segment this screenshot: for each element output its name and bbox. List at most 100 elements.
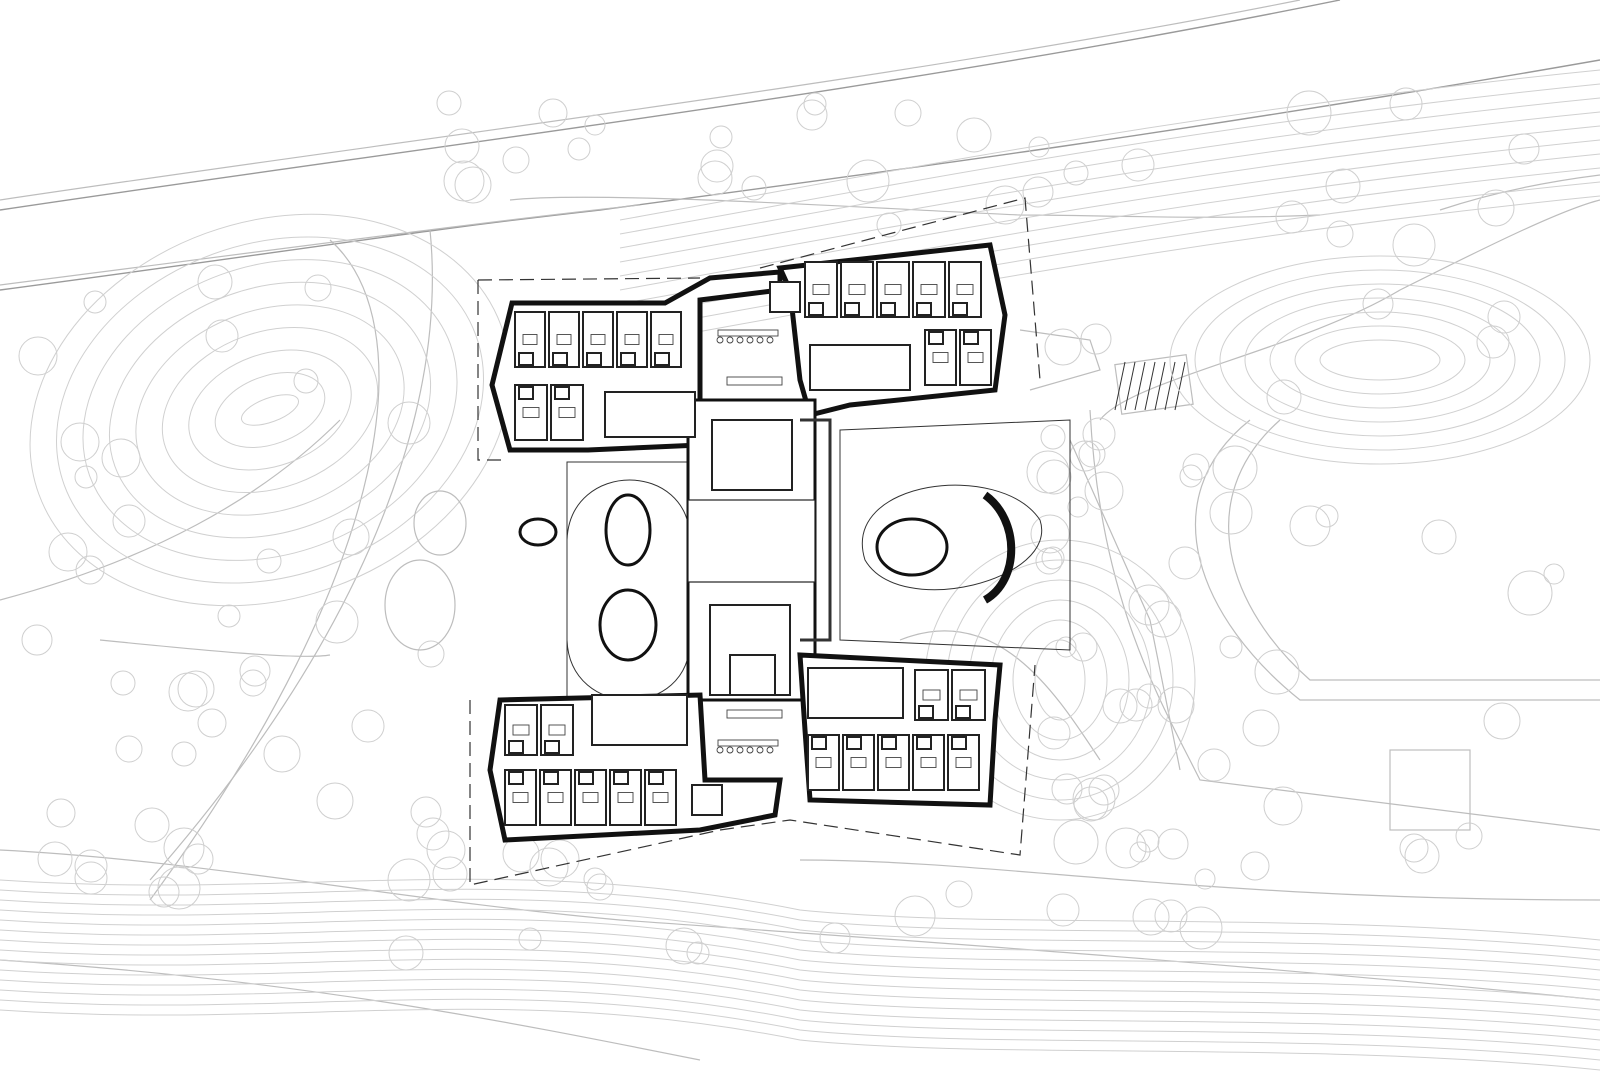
contour-line xyxy=(0,988,1600,1051)
bathroom xyxy=(951,736,967,750)
bed xyxy=(815,757,832,768)
contour-line xyxy=(619,69,1600,221)
property-boundary xyxy=(469,197,1041,886)
tree-symbol xyxy=(583,867,607,891)
bed xyxy=(617,792,634,803)
tree-symbol xyxy=(1136,829,1160,853)
chair xyxy=(746,746,754,754)
tree-symbol xyxy=(1399,833,1429,863)
tree-symbol xyxy=(239,669,267,697)
bed xyxy=(884,284,902,295)
tree-symbol xyxy=(540,839,580,879)
bed xyxy=(658,334,674,345)
tree-symbol xyxy=(1487,300,1521,334)
tree-symbol xyxy=(1157,828,1189,860)
bed xyxy=(547,792,564,803)
tree-symbol xyxy=(1477,189,1515,227)
tree-symbol xyxy=(263,735,301,773)
bathroom xyxy=(654,352,670,366)
bathroom xyxy=(916,302,932,316)
chair xyxy=(766,336,774,344)
dining-table xyxy=(717,739,779,747)
bed xyxy=(512,724,530,736)
bathroom xyxy=(808,302,824,316)
tree-symbol xyxy=(709,125,733,149)
contour-line xyxy=(619,195,1600,347)
trees xyxy=(18,87,1565,971)
tree-symbol xyxy=(1040,424,1066,450)
tree-symbol xyxy=(197,264,233,300)
tree-symbol xyxy=(197,708,227,738)
tree-symbol xyxy=(1154,899,1188,933)
chair xyxy=(716,746,724,754)
tree-symbol xyxy=(1072,777,1116,821)
tree-symbol xyxy=(217,604,241,628)
tree-symbol xyxy=(205,319,239,353)
tree-symbol xyxy=(239,655,271,687)
tree-symbol xyxy=(686,941,710,965)
tree-symbol xyxy=(1179,906,1223,950)
tree-symbol xyxy=(700,149,734,183)
tree-symbol xyxy=(985,185,1025,225)
chair xyxy=(736,336,744,344)
tree-symbol xyxy=(876,212,902,238)
tree-symbol xyxy=(1051,773,1083,805)
tree-symbol xyxy=(60,422,100,462)
tree-symbol xyxy=(75,555,105,585)
tree-symbol xyxy=(1068,632,1098,662)
tree-symbol xyxy=(1088,774,1120,806)
tree-symbol xyxy=(1194,868,1216,890)
tree-symbol xyxy=(46,798,76,828)
tree-symbol xyxy=(1362,288,1394,320)
bed xyxy=(522,334,538,345)
contour-line xyxy=(1244,297,1516,423)
chair xyxy=(726,336,734,344)
tree-symbol xyxy=(387,858,431,902)
tree-symbol xyxy=(1219,635,1243,659)
chair xyxy=(726,746,734,754)
tree-symbol xyxy=(1326,220,1354,248)
bathroom xyxy=(963,331,979,345)
tree-symbol xyxy=(256,548,282,574)
tree-symbol xyxy=(1119,688,1153,722)
tree-symbol xyxy=(894,895,936,937)
tree-symbol xyxy=(101,438,141,478)
bathroom xyxy=(620,352,636,366)
bathroom xyxy=(811,736,827,750)
tree-symbol xyxy=(741,175,767,201)
bed xyxy=(885,757,902,768)
tree-symbol xyxy=(332,518,370,556)
contour-line xyxy=(0,948,1600,1011)
contour-line xyxy=(0,998,1600,1061)
tree-symbol xyxy=(1483,702,1521,740)
chair xyxy=(746,336,754,344)
chair xyxy=(736,746,744,754)
tree-symbol xyxy=(74,861,108,895)
tree-symbol xyxy=(1404,838,1440,874)
chair xyxy=(756,746,764,754)
contour-line xyxy=(29,213,511,607)
tree-symbol xyxy=(1105,827,1147,869)
contour-line xyxy=(0,878,1600,941)
tree-symbol xyxy=(567,137,591,161)
bed xyxy=(932,352,949,363)
tree-symbol xyxy=(1212,445,1258,491)
chair xyxy=(766,746,774,754)
bathroom xyxy=(955,705,971,719)
tree-symbol xyxy=(956,117,992,153)
tree-symbol xyxy=(454,166,492,204)
bathroom xyxy=(554,386,570,400)
tree-symbol xyxy=(1325,168,1361,204)
bathroom xyxy=(544,740,560,754)
tree-symbol xyxy=(1242,709,1280,747)
contour-line xyxy=(990,599,1130,761)
tree-symbol xyxy=(426,830,466,870)
tree-symbol xyxy=(1055,636,1077,658)
tree-symbol xyxy=(1030,514,1070,554)
bathroom xyxy=(518,386,534,400)
bed xyxy=(582,792,599,803)
bed xyxy=(920,284,938,295)
tree-symbol xyxy=(1476,325,1510,359)
tree-symbol xyxy=(1254,649,1300,695)
